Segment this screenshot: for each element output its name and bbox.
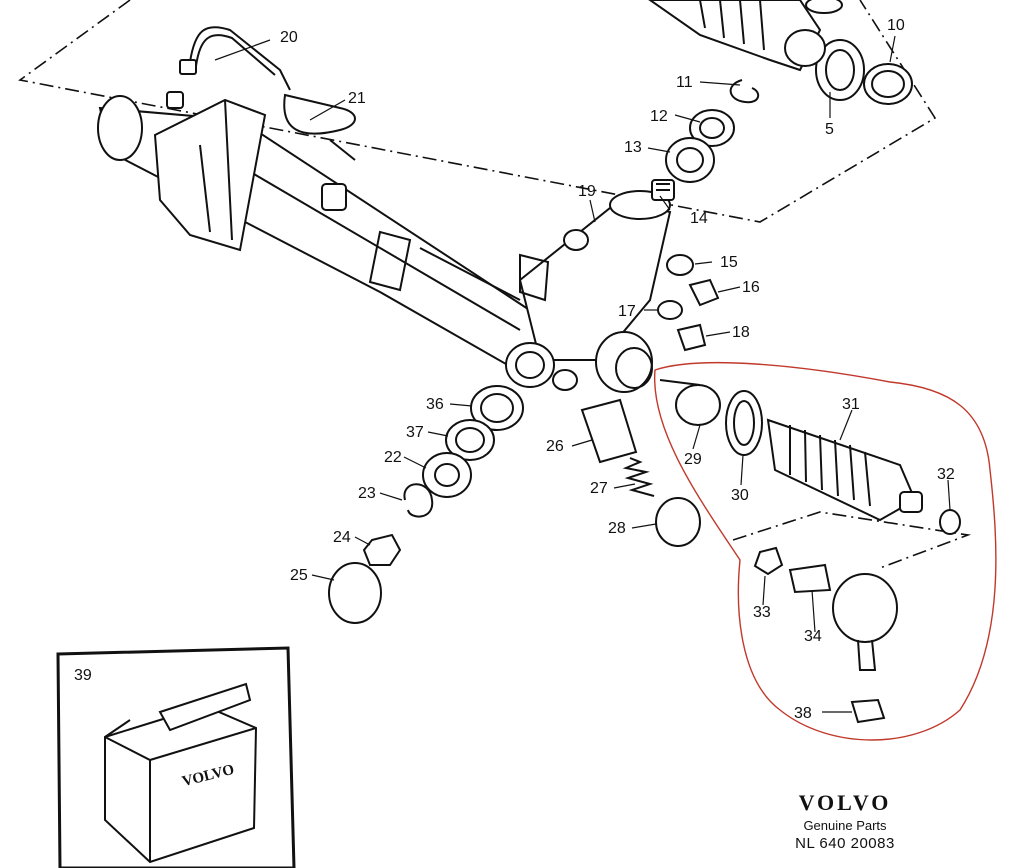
- mounting-bracket: [153, 91, 267, 252]
- leader-lines: [214, 35, 951, 713]
- label-24: 24: [333, 529, 351, 546]
- label-33: 33: [753, 604, 771, 621]
- brand-tagline: Genuine Parts: [803, 818, 887, 833]
- label-29: 29: [684, 451, 702, 468]
- tie-rod-group-outline: [732, 511, 972, 569]
- label-20: 20: [280, 29, 298, 46]
- label-12: 12: [650, 108, 668, 125]
- brand-block: VOLVO Genuine Parts NL 640 20083: [770, 790, 920, 852]
- hydraulic-pipe: [179, 26, 356, 211]
- upper-bellows: [648, 0, 913, 105]
- upper-group-outline: [18, 0, 937, 223]
- label-26: 26: [546, 438, 564, 455]
- diagram-code: NL 640 20083: [795, 835, 895, 852]
- label-34: 34: [804, 628, 822, 645]
- label-10: 10: [887, 17, 905, 34]
- label-31: 31: [842, 396, 860, 413]
- highlight-circle: [654, 362, 997, 741]
- label-19: 19: [578, 183, 596, 200]
- label-37: 37: [406, 424, 424, 441]
- label-13: 13: [624, 139, 642, 156]
- label-32: 32: [937, 466, 955, 483]
- label-11: 11: [676, 74, 693, 91]
- input-shaft: [651, 179, 675, 201]
- label-28: 28: [608, 520, 626, 537]
- label-15: 15: [720, 254, 738, 271]
- kit-box-frame: 39 VOLVO: [56, 646, 296, 868]
- label-23: 23: [358, 485, 376, 502]
- label-25: 25: [290, 567, 308, 584]
- label-21: 21: [348, 90, 366, 107]
- plunger-spring-plug: [580, 398, 701, 547]
- label-18: 18: [732, 324, 750, 341]
- pinion-bearing-set: [665, 79, 760, 183]
- brand-logo: VOLVO: [798, 790, 892, 815]
- label-22: 22: [384, 449, 402, 466]
- part-labels: 20 21 11 10 12 13 5 19 14 15 16 17 18 36…: [280, 17, 955, 722]
- left-side-parts: [328, 385, 524, 624]
- valve-housing: [505, 190, 672, 393]
- label-5: 5: [825, 121, 834, 138]
- label-36: 36: [426, 396, 444, 413]
- valve-fittings: [657, 254, 720, 352]
- label-39: 39: [74, 667, 92, 684]
- tie-rod-assembly: [659, 379, 961, 724]
- label-14: 14: [690, 210, 708, 227]
- label-17: 17: [618, 303, 636, 320]
- label-30: 30: [731, 487, 749, 504]
- label-16: 16: [742, 279, 760, 296]
- label-27: 27: [590, 480, 608, 497]
- label-38: 38: [794, 705, 812, 722]
